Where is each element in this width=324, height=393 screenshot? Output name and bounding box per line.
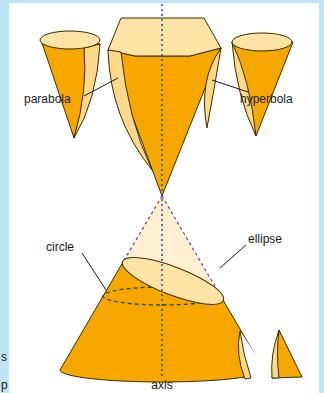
leader-line xyxy=(220,245,246,268)
text-fragment: s xyxy=(1,350,7,364)
text-fragment: p xyxy=(1,378,8,392)
axis-line xyxy=(161,4,163,376)
upper-cone-top xyxy=(108,18,221,56)
curve-label: circle xyxy=(46,240,74,254)
leader-line xyxy=(82,253,106,290)
lower-piece-face xyxy=(272,330,279,378)
parabola-piece-face xyxy=(74,44,100,138)
upper-cone xyxy=(108,48,221,196)
hyperbola-piece-face xyxy=(232,42,256,136)
cut-gap xyxy=(238,331,266,381)
curve-label: parabola xyxy=(24,92,71,106)
lower-hyperbola-face xyxy=(238,331,251,379)
ellipse-section xyxy=(118,249,229,314)
curve-label: hyperbola xyxy=(240,92,293,106)
parabola-piece xyxy=(41,40,100,138)
axis-label: axis xyxy=(151,378,172,392)
leader-line xyxy=(212,80,248,92)
hyperbola-piece xyxy=(232,42,293,136)
panel xyxy=(9,3,319,393)
hyperbola-piece-top xyxy=(232,33,292,51)
curve-label: ellipse xyxy=(248,232,282,246)
leader-line xyxy=(84,78,118,96)
parabola-piece-top xyxy=(40,31,100,49)
lower-hyperbola-piece xyxy=(272,330,302,378)
parabola-face xyxy=(108,50,152,170)
hyperbola-face xyxy=(204,48,221,128)
